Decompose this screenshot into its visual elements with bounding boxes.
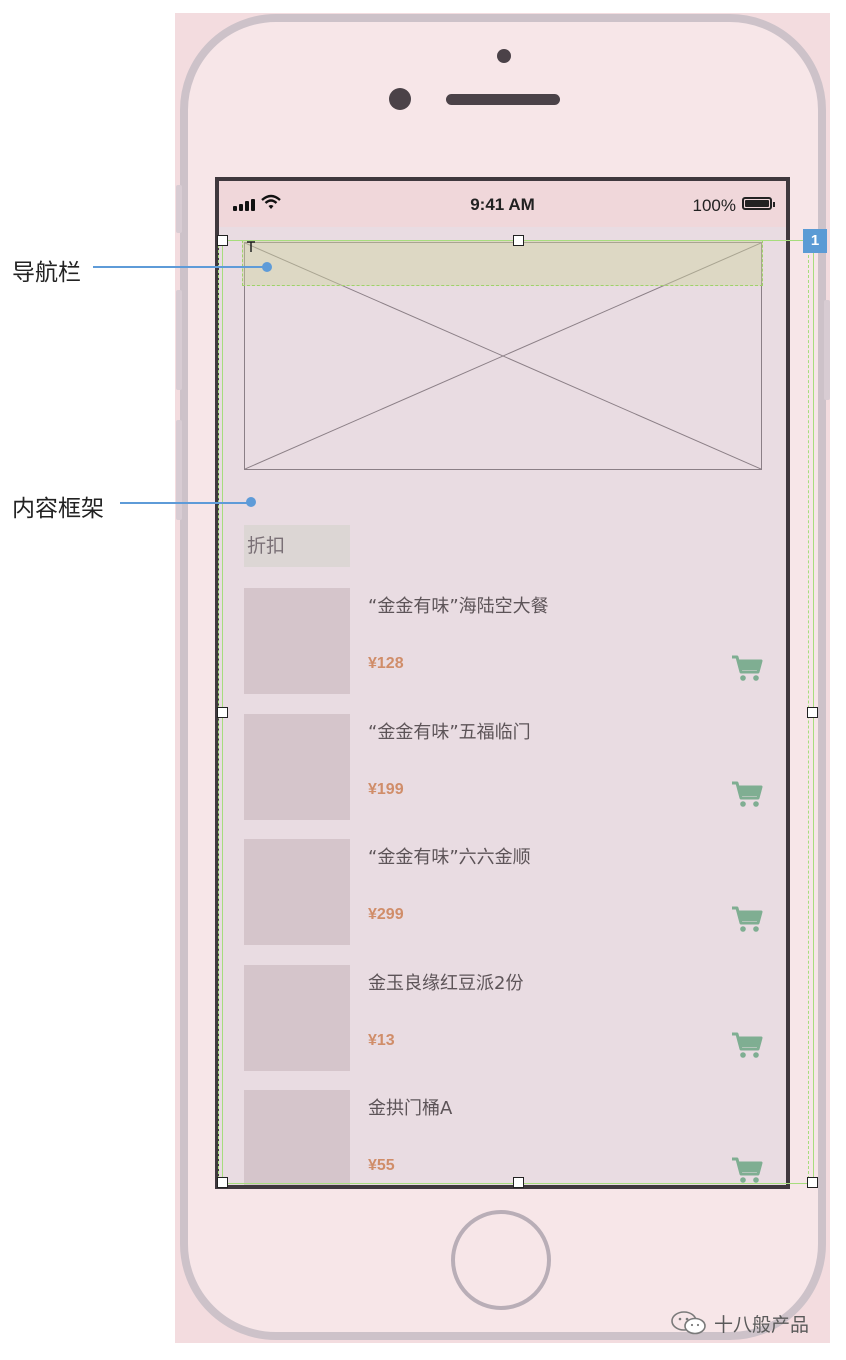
power-button xyxy=(824,300,830,400)
content-frame-selection xyxy=(222,240,814,1184)
cart-icon[interactable] xyxy=(731,1031,763,1059)
nav-bar-annotation-label: 导航栏 xyxy=(12,260,81,286)
cart-icon[interactable] xyxy=(731,1156,763,1184)
home-button[interactable] xyxy=(451,1210,551,1310)
banner-image-placeholder[interactable] xyxy=(244,242,762,470)
product-price: ¥13 xyxy=(368,1032,395,1049)
battery-percentage: 100% xyxy=(692,196,736,215)
volume-down-button xyxy=(176,420,182,520)
selection-badge: 1 xyxy=(803,229,827,253)
resize-handle-top-left[interactable] xyxy=(217,235,228,246)
nav-bar-annotation-line xyxy=(93,266,265,268)
watermark-text: 十八般产品 xyxy=(714,1313,810,1336)
cart-icon[interactable] xyxy=(731,654,763,682)
product-item[interactable]: 金拱门桶A ¥55 xyxy=(244,1090,764,1185)
content-frame-annotation-dot xyxy=(246,497,256,507)
product-name: “金金有味”六六金顺 xyxy=(368,847,531,868)
resize-handle-bottom-left[interactable] xyxy=(217,1177,228,1188)
battery-icon xyxy=(742,197,775,210)
content-frame-annotation-label: 内容框架 xyxy=(12,496,104,522)
anchor-icon xyxy=(247,241,255,252)
product-item[interactable]: 金玉良缘红豆派2份 ¥13 xyxy=(244,965,764,1071)
proximity-sensor xyxy=(497,49,511,63)
signal-icon xyxy=(233,199,257,211)
wechat-icon xyxy=(671,1311,706,1335)
resize-handle-bottom[interactable] xyxy=(513,1177,524,1188)
product-item[interactable]: “金金有味”六六金顺 ¥299 xyxy=(244,839,764,945)
mute-switch xyxy=(176,185,182,233)
product-thumbnail xyxy=(244,714,350,820)
resize-handle-top[interactable] xyxy=(513,235,524,246)
product-name: “金金有味”海陆空大餐 xyxy=(368,596,549,617)
product-thumbnail xyxy=(244,965,350,1071)
resize-handle-bottom-right[interactable] xyxy=(807,1177,818,1188)
watermark: 十八般产品 xyxy=(670,1308,809,1338)
product-name: 金拱门桶A xyxy=(368,1098,453,1119)
product-name: “金金有味”五福临门 xyxy=(368,722,531,743)
product-name: 金玉良缘红豆派2份 xyxy=(368,973,524,994)
resize-handle-right[interactable] xyxy=(807,707,818,718)
product-price: ¥299 xyxy=(368,906,404,923)
wifi-icon xyxy=(261,194,281,209)
product-thumbnail xyxy=(244,839,350,945)
product-price: ¥128 xyxy=(368,655,404,672)
product-price: ¥199 xyxy=(368,781,404,798)
volume-up-button xyxy=(176,290,182,390)
product-item[interactable]: “金金有味”五福临门 ¥199 xyxy=(244,714,764,820)
earpiece-speaker xyxy=(446,94,560,105)
product-price: ¥55 xyxy=(368,1157,395,1174)
product-thumbnail xyxy=(244,1090,350,1185)
product-item[interactable]: “金金有味”海陆空大餐 ¥128 xyxy=(244,588,764,694)
status-time: 9:41 AM xyxy=(470,195,535,214)
resize-handle-left[interactable] xyxy=(217,707,228,718)
placeholder-cross-icon xyxy=(245,243,761,469)
nav-bar-annotation-dot xyxy=(262,262,272,272)
status-bar: 9:41 AM 100% xyxy=(219,181,786,227)
content-frame-annotation-line xyxy=(120,502,250,504)
cart-icon[interactable] xyxy=(731,780,763,808)
cart-icon[interactable] xyxy=(731,905,763,933)
front-camera xyxy=(389,88,411,110)
phone-screen: 9:41 AM 100% 折扣 “金金有味”海陆空大餐 ¥128 “金金有味”五… xyxy=(215,177,790,1189)
discount-tag[interactable]: 折扣 xyxy=(244,525,350,567)
product-thumbnail xyxy=(244,588,350,694)
